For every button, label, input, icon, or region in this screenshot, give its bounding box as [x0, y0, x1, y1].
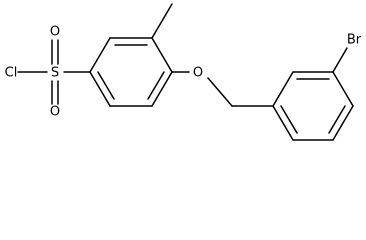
sulfonyl-chloride-bonds	[17, 39, 91, 105]
right-benzene-ring	[272, 71, 354, 141]
sulfonyl-oxygen-lower-label: O	[50, 105, 60, 120]
ring-double-bond	[147, 71, 165, 100]
bromine-label: Br	[347, 33, 362, 48]
ring-double-bond	[328, 105, 346, 134]
ring-double-bond	[280, 105, 298, 134]
bromine-bond	[332, 47, 348, 73]
ring-bond	[89, 71, 111, 107]
ring-bond	[151, 71, 173, 107]
ring-bond	[332, 105, 354, 141]
sulfonyl-oxygen-upper-label: O	[50, 25, 60, 40]
ring-bond	[272, 105, 294, 141]
ring-bond	[89, 37, 111, 73]
ether-oxygen-label: O	[193, 66, 203, 81]
ring-bond	[151, 37, 173, 73]
ring-bond	[272, 71, 294, 107]
methyl-bond	[151, 3, 173, 39]
ring-bond	[332, 71, 354, 107]
ether-linkage	[171, 71, 274, 107]
bond-o-ch2	[207, 77, 233, 107]
sulfur-label: S	[51, 66, 59, 81]
ring-double-bond	[97, 71, 115, 100]
chemical-structure-diagram: Cl S O O O Br	[5, 3, 362, 141]
left-benzene-ring	[89, 37, 173, 107]
chlorine-label: Cl	[5, 66, 18, 81]
